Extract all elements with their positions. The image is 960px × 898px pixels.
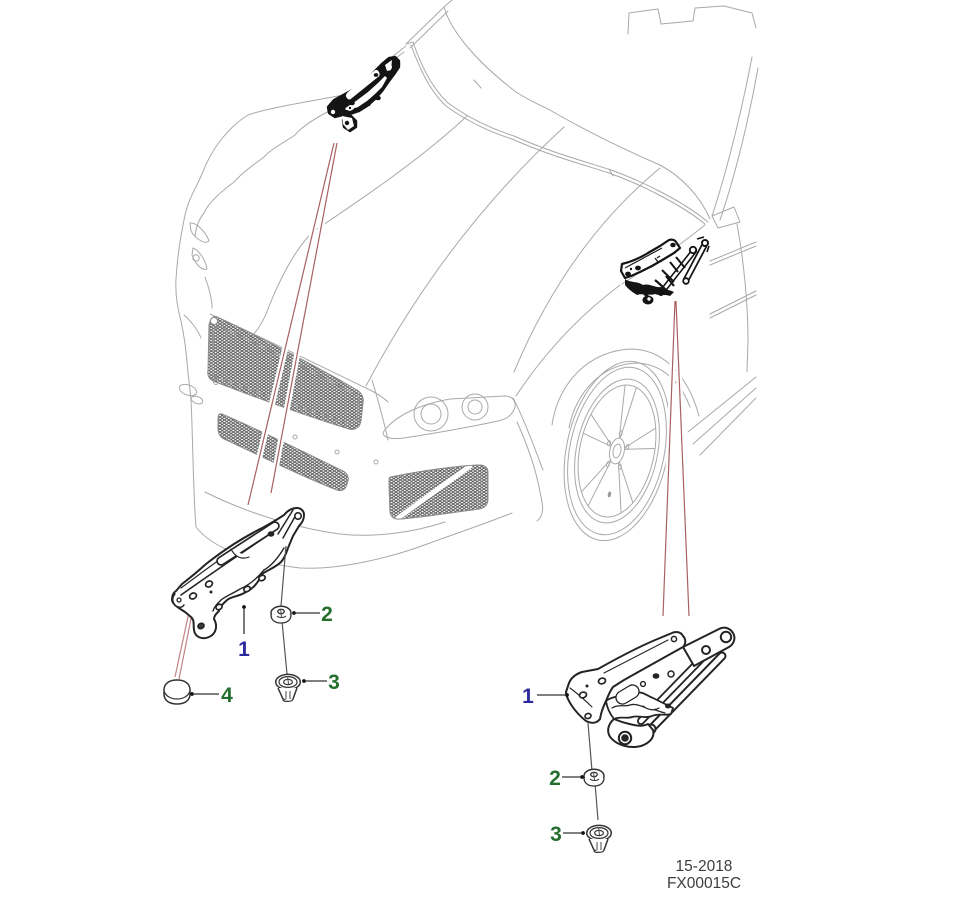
svg-text:2: 2: [549, 767, 561, 790]
svg-text:FX00015C: FX00015C: [667, 875, 741, 892]
svg-text:1: 1: [522, 685, 534, 708]
svg-text:4: 4: [221, 684, 233, 707]
svg-text:3: 3: [328, 671, 340, 694]
svg-text:2: 2: [321, 603, 333, 626]
svg-text:3: 3: [550, 823, 562, 846]
svg-text:1: 1: [238, 638, 250, 661]
svg-text:15-2018: 15-2018: [676, 858, 733, 875]
